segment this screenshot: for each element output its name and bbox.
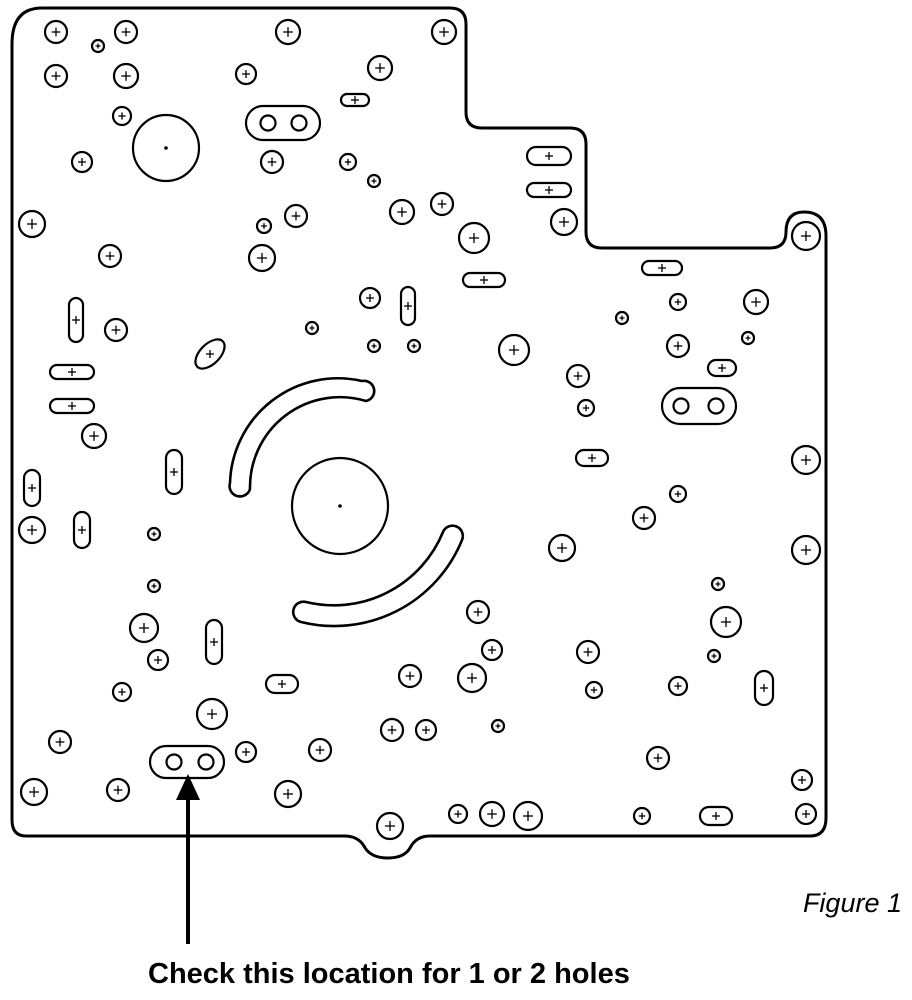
arc-slot-lower	[291, 524, 465, 628]
slot-inner-hole	[165, 753, 183, 771]
slot-inner-hole	[290, 114, 308, 132]
slot-inner-hole	[707, 397, 725, 415]
check-location-arrow	[176, 774, 200, 944]
arrow-head	[176, 774, 200, 800]
double-hole-slot	[660, 386, 738, 426]
arc-slot-upper	[228, 376, 376, 498]
plate-features	[17, 18, 822, 841]
slot-inner-hole	[197, 753, 215, 771]
bore-center-dot	[338, 504, 342, 508]
double-hole-slot	[244, 104, 322, 142]
slot-inner-hole	[672, 397, 690, 415]
figure-label: Figure 1	[802, 888, 902, 918]
bore-center-dot	[164, 146, 168, 150]
figure-caption: Check this location for 1 or 2 holes	[148, 958, 630, 990]
slot-inner-hole	[259, 114, 277, 132]
